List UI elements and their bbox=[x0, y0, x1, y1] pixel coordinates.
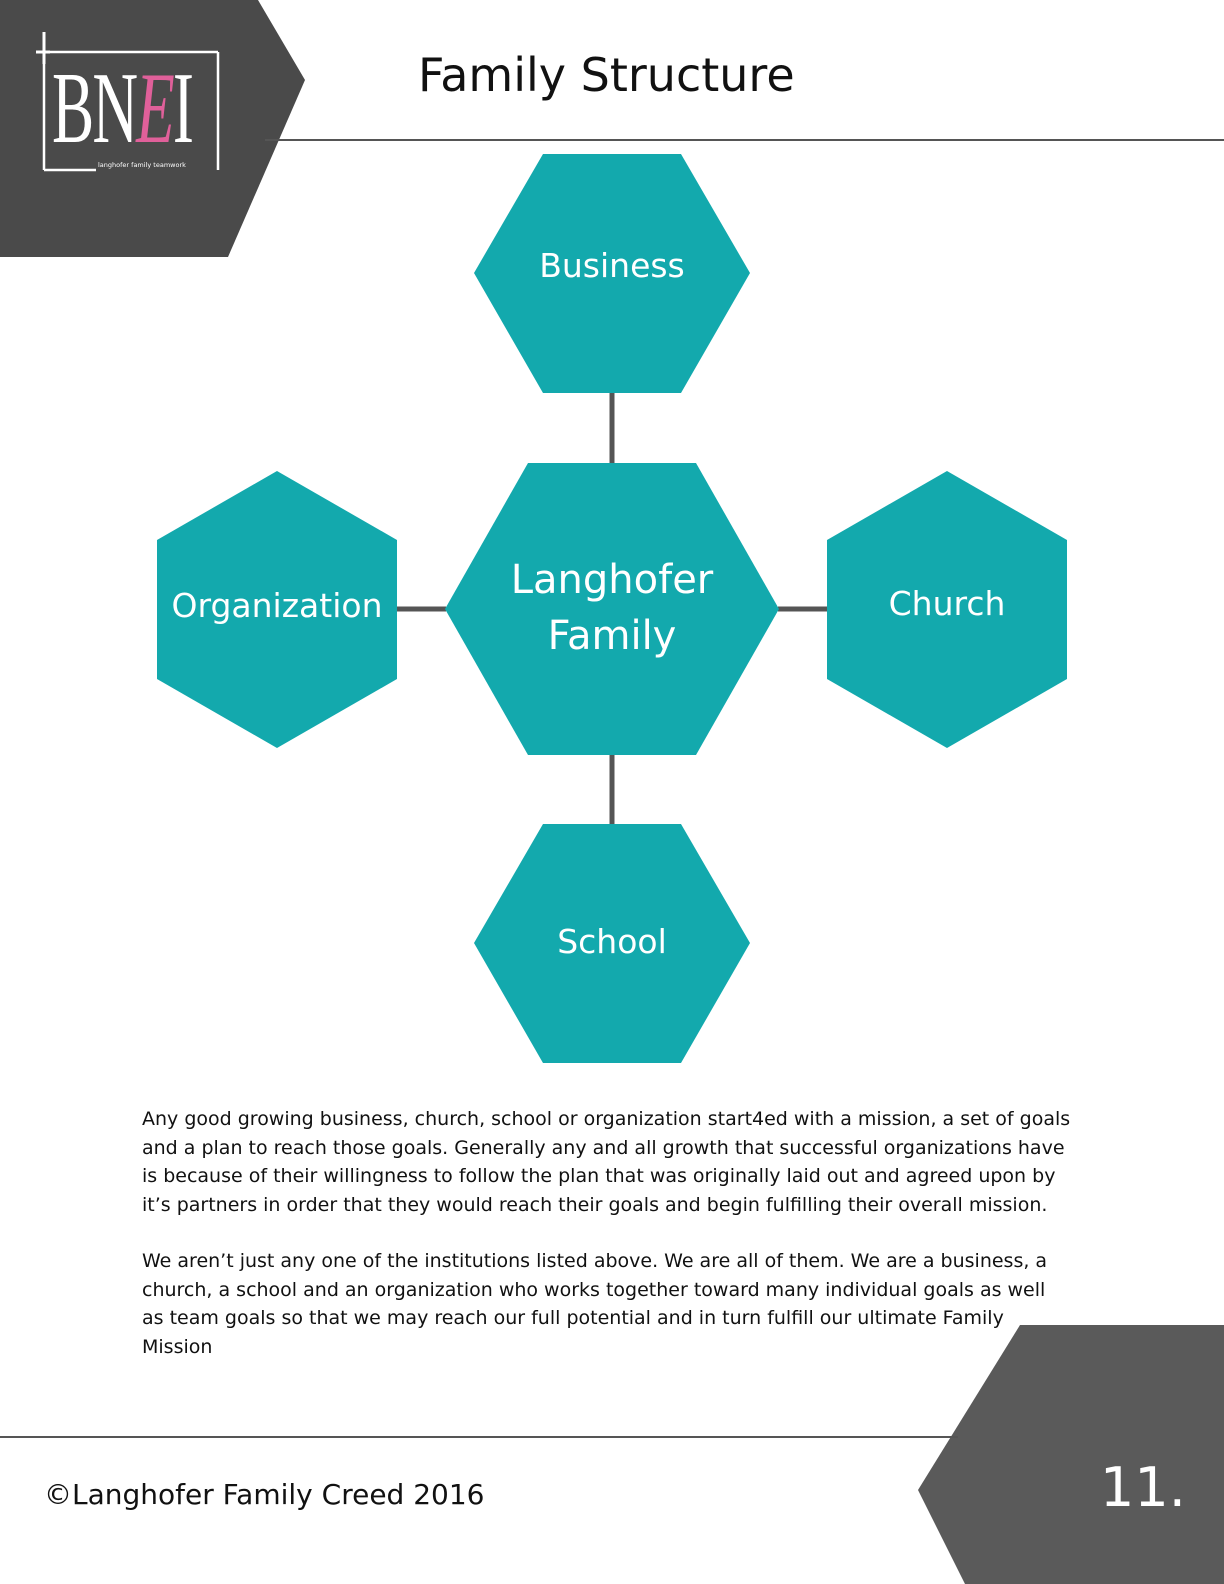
logo-frame bbox=[36, 32, 220, 172]
hexagon-business bbox=[474, 154, 750, 393]
logo-wordmark: BNEI bbox=[52, 52, 194, 165]
hexagon-center bbox=[445, 463, 779, 755]
hexagons bbox=[157, 154, 1067, 1063]
node-label-organization: Organization bbox=[171, 585, 383, 625]
node-label-school: School bbox=[557, 921, 667, 961]
page-number: 11. bbox=[1100, 1456, 1186, 1519]
logo-tagline: langhofer family teamwork bbox=[98, 161, 186, 169]
footer-page-panel bbox=[918, 1325, 1224, 1584]
body-text: Any good growing business, church, schoo… bbox=[142, 1105, 1072, 1389]
header-logo-panel bbox=[0, 0, 305, 257]
logo-accent-letter: E bbox=[136, 52, 175, 165]
footer-copyright: ©Langhofer Family Creed 2016 bbox=[44, 1478, 485, 1511]
hexagon-school bbox=[474, 824, 750, 1063]
node-label-business: Business bbox=[539, 245, 685, 285]
body-paragraph-1: Any good growing business, church, schoo… bbox=[142, 1108, 1071, 1216]
node-label-church: Church bbox=[888, 583, 1006, 623]
hexagon-church bbox=[827, 471, 1067, 748]
body-paragraph-2: We aren’t just any one of the institutio… bbox=[142, 1250, 1048, 1358]
page-title: Family Structure bbox=[418, 48, 795, 102]
node-label-center: Langhofer Family bbox=[510, 557, 714, 659]
connectors bbox=[396, 392, 828, 824]
hexagon-organization bbox=[157, 471, 397, 748]
